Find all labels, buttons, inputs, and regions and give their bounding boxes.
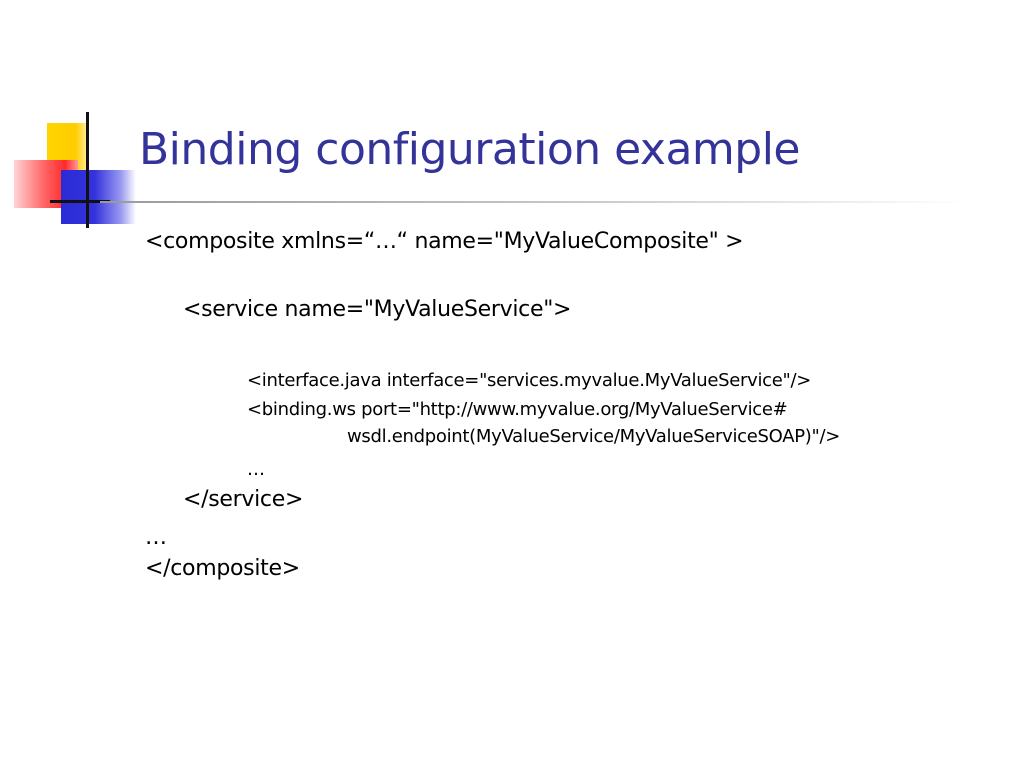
code-line-interface: <interface.java interface="services.myva… (247, 370, 812, 391)
code-line-ellipsis-inner: … (247, 459, 265, 480)
code-line-composite-open: <composite xmlns=“…“ name="MyValueCompos… (145, 229, 744, 254)
code-line-binding-continuation: wsdl.endpoint(MyValueService/MyValueServ… (347, 426, 841, 447)
code-line-ellipsis-outer: … (145, 525, 167, 550)
logo-vertical-line (86, 112, 89, 228)
code-line-binding: <binding.ws port="http://www.myvalue.org… (247, 399, 788, 420)
logo-blue-square (61, 170, 136, 224)
title-divider (100, 201, 970, 203)
code-line-service-close: </service> (183, 487, 304, 512)
slide-title: Binding configuration example (139, 124, 801, 175)
slide-logo (0, 0, 150, 240)
code-line-service-open: <service name="MyValueService"> (183, 297, 572, 322)
code-line-composite-close: </composite> (145, 556, 300, 581)
logo-horizontal-line (50, 200, 110, 203)
